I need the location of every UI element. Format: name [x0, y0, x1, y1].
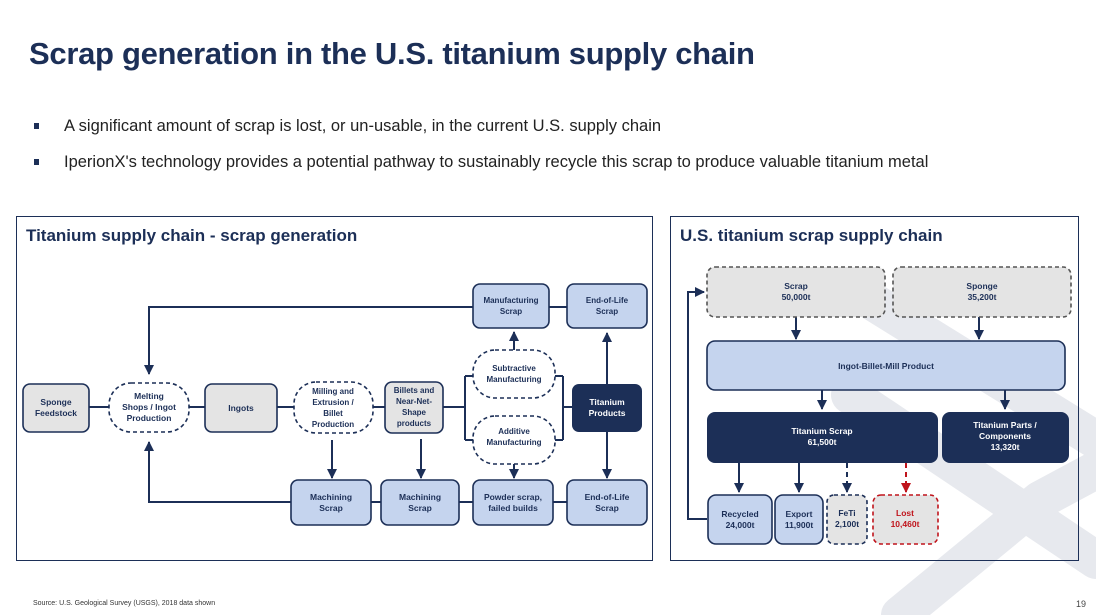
node-label: Manufacturing: [486, 438, 541, 447]
node-label: Scrap: [784, 281, 808, 291]
node-label: Powder scrap,: [484, 492, 542, 502]
node-value: 35,200t: [968, 292, 997, 302]
bullet-marker-icon: [34, 159, 39, 165]
recycle-arrow: [687, 287, 707, 520]
node-label: products: [397, 419, 432, 428]
node-value: 13,320t: [991, 442, 1020, 452]
node-label: Scrap: [408, 503, 432, 513]
node-subtractive-manufacturing: Subtractive Manufacturing: [472, 349, 556, 399]
bullet-marker-icon: [34, 123, 39, 129]
node-recycled: Recycled 24,000t: [707, 494, 773, 545]
node-value: 61,500t: [808, 437, 837, 447]
node-label: Production: [312, 420, 354, 429]
node-machining-scrap-2: Machining Scrap: [380, 479, 460, 526]
node-value: 11,900t: [785, 520, 814, 530]
node-label: Additive: [498, 427, 530, 436]
node-label: Feedstock: [35, 408, 77, 418]
node-end-of-life-scrap-top: End-of-Life Scrap: [566, 283, 648, 329]
node-label: Titanium Scrap: [791, 426, 852, 436]
node-melting-shops: Melting Shops / Ingot Production: [108, 382, 190, 433]
node-label: End-of-Life: [586, 296, 629, 305]
node-powder-scrap: Powder scrap, failed builds: [472, 479, 554, 526]
node-value: 24,000t: [726, 520, 755, 530]
node-additive-manufacturing: Additive Manufacturing: [472, 415, 556, 465]
node-label: Scrap: [500, 307, 522, 316]
node-scrap: Scrap 50,000t: [706, 266, 886, 318]
node-label: Products: [589, 408, 626, 418]
node-label: FeTi: [838, 508, 855, 518]
left-panel-title: Titanium supply chain - scrap generation: [26, 226, 358, 245]
node-label: Titanium: [589, 397, 625, 407]
node-billets: Billets and Near-Net- Shape products: [384, 381, 444, 434]
scrap-generation-diagram: Sponge Feedstock Melting Shops / Ingot P…: [22, 283, 648, 526]
node-label: Manufacturing: [486, 375, 541, 384]
recycle-arrow-bottom: [144, 441, 291, 503]
node-label: Lost: [896, 508, 914, 518]
source-note: Source: U.S. Geological Survey (USGS), 2…: [33, 600, 216, 607]
node-label: Sponge: [966, 281, 997, 291]
node-value: 10,460t: [891, 519, 920, 529]
node-value: 50,000t: [782, 292, 811, 302]
node-machining-scrap-1: Machining Scrap: [290, 479, 372, 526]
node-label: Manufacturing: [483, 296, 538, 305]
node-end-of-life-scrap-bottom: End-of-Life Scrap: [566, 479, 648, 526]
node-label: Machining: [399, 492, 441, 502]
node-sponge-feedstock: Sponge Feedstock: [22, 383, 90, 433]
node-titanium-products: Titanium Products: [572, 384, 642, 432]
node-ingots: Ingots: [204, 383, 278, 433]
node-label: Scrap: [319, 503, 343, 513]
page-number: 19: [1076, 599, 1087, 609]
recycle-arrow-top: [144, 306, 473, 375]
node-label: Extrusion /: [312, 398, 354, 407]
node-lost: Lost 10,460t: [872, 494, 939, 545]
node-label: Recycled: [721, 509, 758, 519]
node-label: Milling and: [312, 387, 354, 396]
node-label: Near-Net-: [396, 397, 432, 406]
node-label: Production: [127, 413, 172, 423]
node-milling-extrusion: Milling and Extrusion / Billet Productio…: [293, 381, 374, 434]
node-label: Export: [786, 509, 813, 519]
node-label: Components: [979, 431, 1031, 441]
node-label: Shape: [402, 408, 427, 417]
node-label: Scrap: [595, 503, 619, 513]
node-label: Shops / Ingot: [122, 402, 176, 412]
node-manufacturing-scrap: Manufacturing Scrap: [472, 283, 550, 329]
right-panel-title: U.S. titanium scrap supply chain: [680, 226, 943, 245]
node-feti: FeTi 2,100t: [826, 494, 868, 545]
node-label: failed builds: [488, 503, 538, 513]
node-label: Billets and: [394, 386, 435, 395]
left-panel: Titanium supply chain - scrap generation: [16, 216, 653, 561]
scrap-supply-chain-diagram: Scrap 50,000t Sponge 35,200t Ingot-Bille…: [687, 266, 1072, 545]
node-value: 2,100t: [835, 519, 859, 529]
bullet-text: A significant amount of scrap is lost, o…: [64, 117, 662, 135]
node-label: End-of-Life: [585, 492, 630, 502]
node-titanium-parts: Titanium Parts / Components 13,320t: [942, 412, 1069, 463]
node-label: Sponge: [40, 397, 71, 407]
node-label: Scrap: [596, 307, 618, 316]
node-label: Machining: [310, 492, 352, 502]
node-label: Subtractive: [492, 364, 536, 373]
node-ingot-billet-mill: Ingot-Billet-Mill Product: [706, 340, 1066, 391]
node-label: Titanium Parts /: [973, 420, 1037, 430]
node-label: Ingot-Billet-Mill Product: [838, 361, 934, 371]
node-label: Melting: [134, 391, 164, 401]
node-label: Billet: [323, 409, 343, 418]
node-titanium-scrap: Titanium Scrap 61,500t: [707, 412, 938, 463]
bullet-text: IperionX's technology provides a potenti…: [64, 153, 929, 171]
node-export: Export 11,900t: [774, 494, 824, 545]
right-panel: U.S. titanium scrap supply chain Scrap 5…: [670, 216, 1079, 561]
slide-title: Scrap generation in the U.S. titanium su…: [29, 36, 755, 71]
node-sponge: Sponge 35,200t: [892, 266, 1072, 318]
node-label: Ingots: [228, 403, 254, 413]
